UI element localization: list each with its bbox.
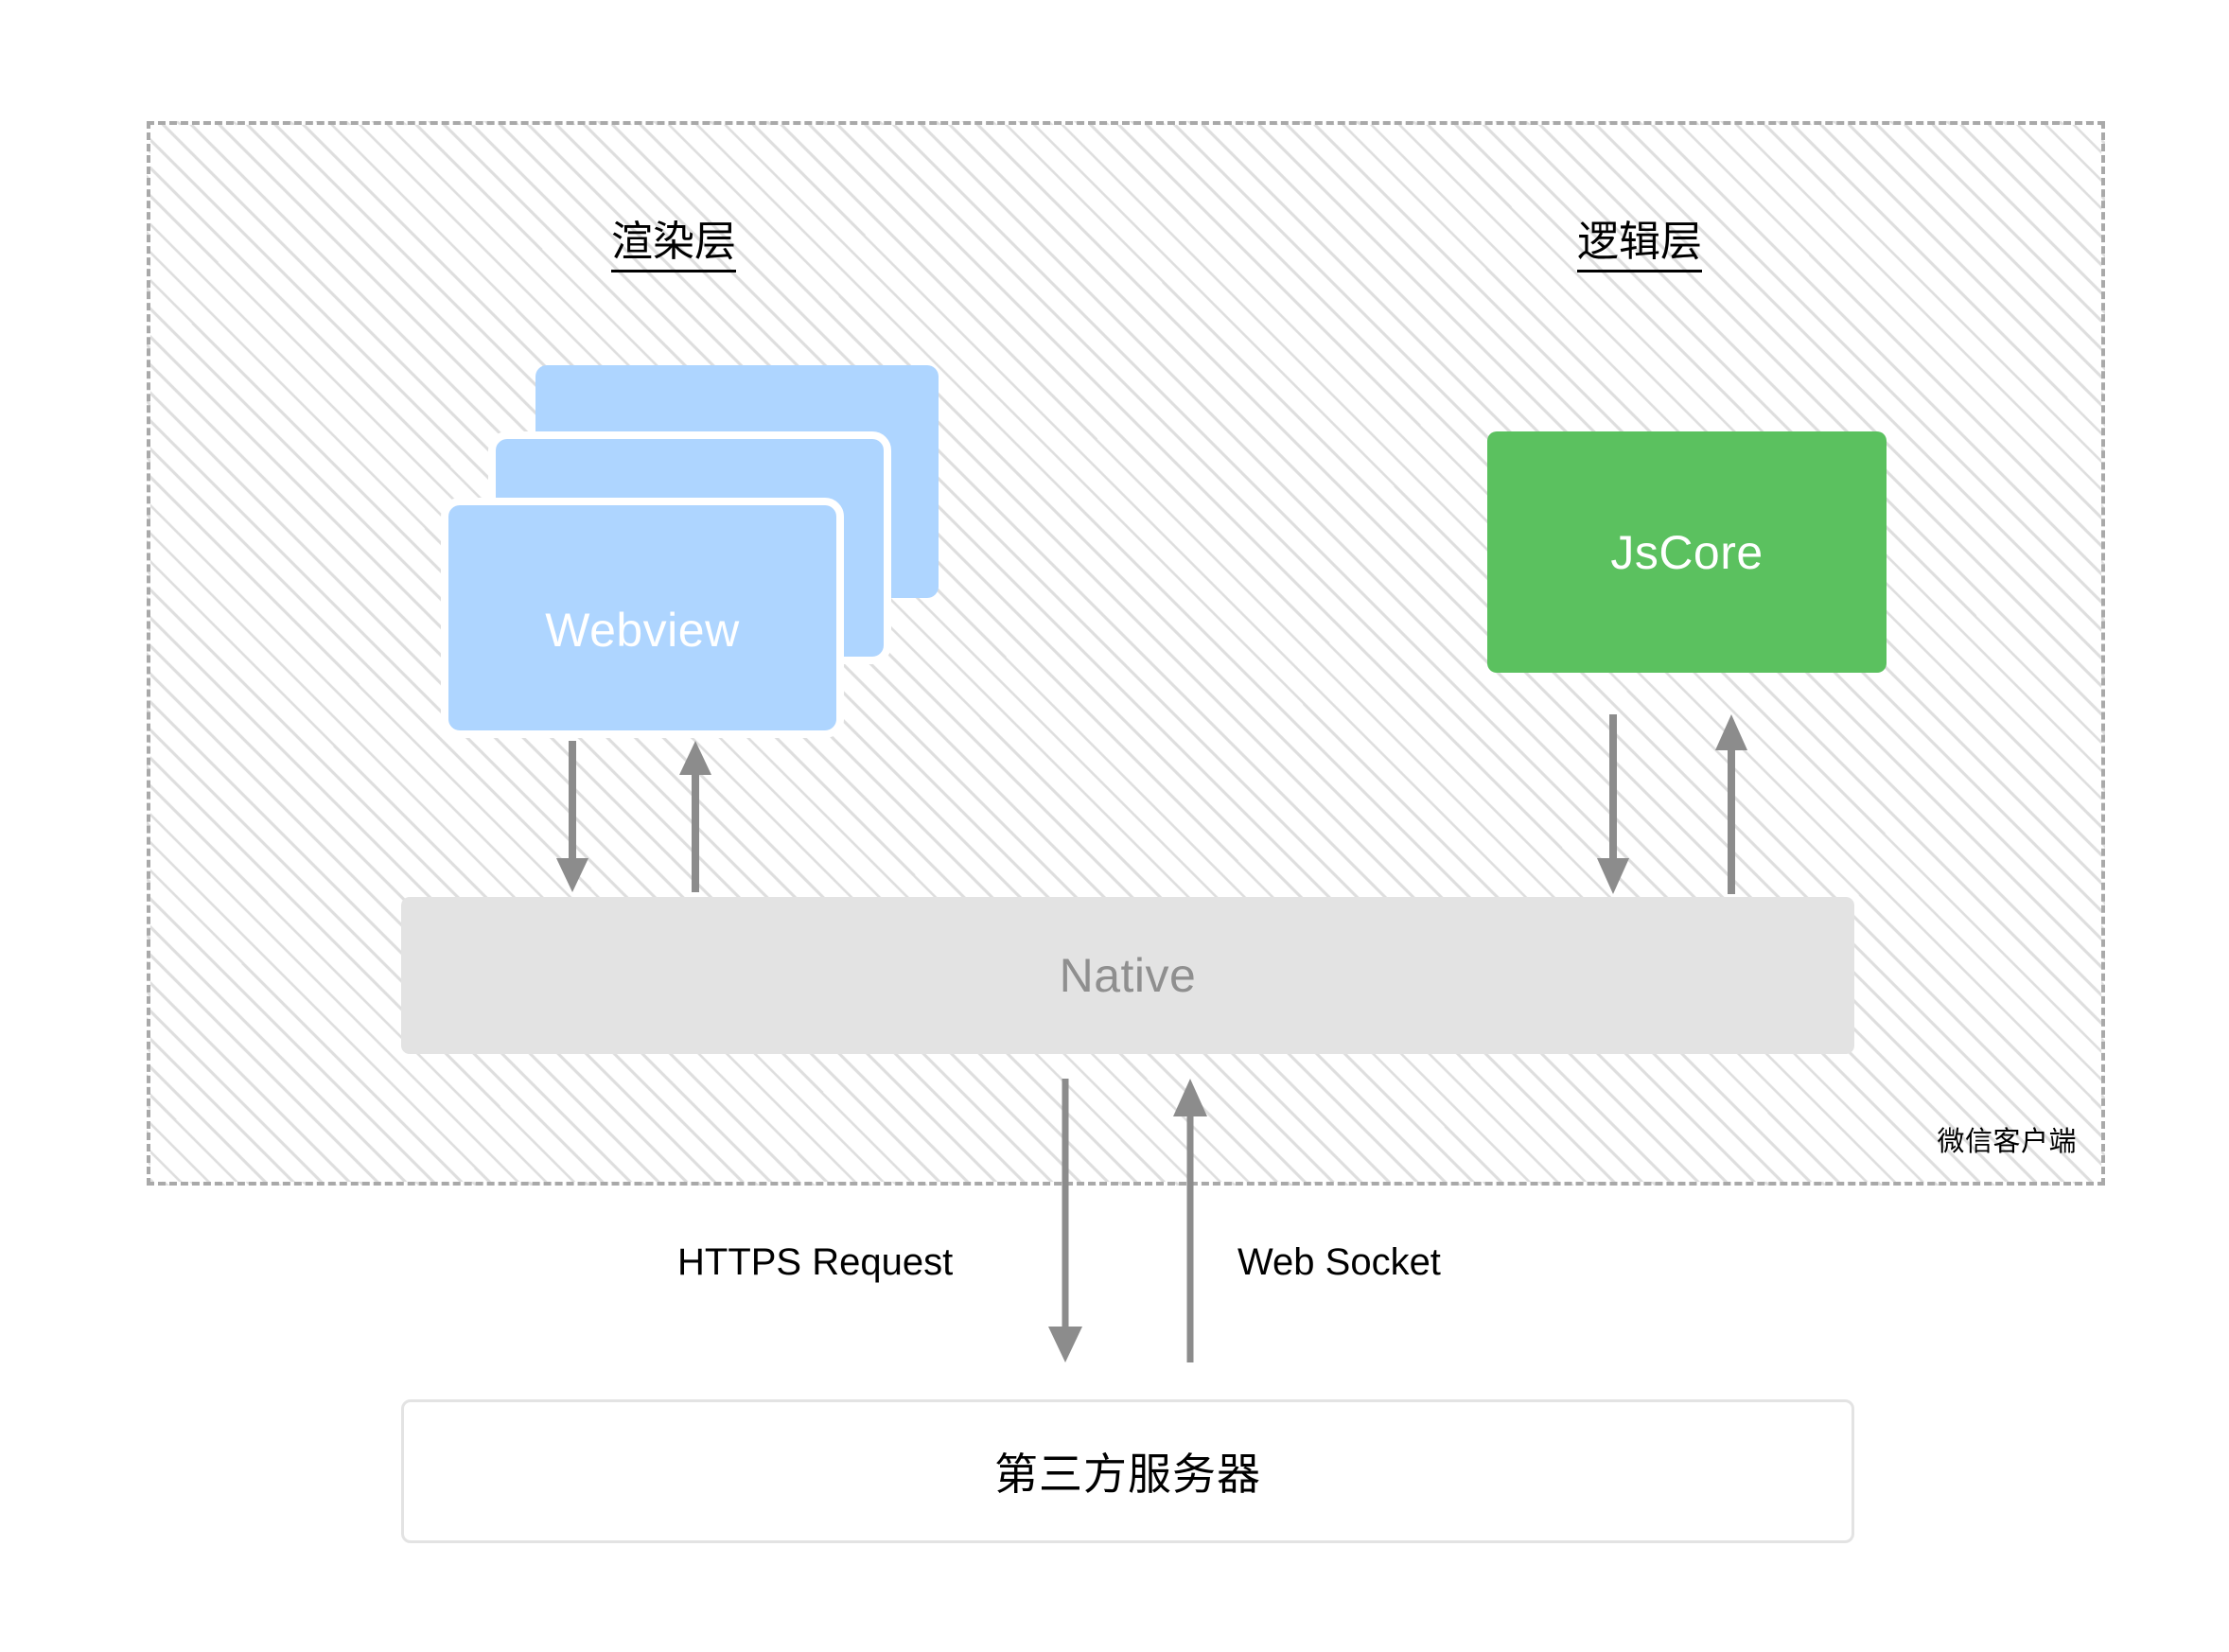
https-request-label: HTTPS Request [677,1241,954,1283]
native-label: Native [1059,949,1197,1002]
jscore-label: JsCore [1610,525,1764,579]
arrow-webview-to-native [544,741,601,892]
arrow-native-to-server [1037,1079,1094,1362]
arrow-jscore-to-native [1585,714,1641,894]
webview-card-front: Webview [441,498,844,738]
webview-node[interactable]: Webview [441,365,939,738]
third-party-server-node[interactable]: 第三方服务器 [401,1399,1854,1543]
render-layer-title: 渲染层 [611,220,736,272]
arrow-server-to-native [1162,1079,1219,1362]
web-socket-label: Web Socket [1237,1241,1441,1283]
third-party-server-label: 第三方服务器 [994,1450,1261,1499]
arrow-native-to-webview [667,741,724,892]
wechat-client-label: 微信客户端 [1937,1127,2077,1157]
native-node[interactable]: Native [401,897,1854,1054]
jscore-node[interactable]: JsCore [1487,431,1887,673]
arrow-native-to-jscore [1703,714,1760,894]
webview-label: Webview [545,604,740,657]
logic-layer-title: 逻辑层 [1577,220,1702,272]
